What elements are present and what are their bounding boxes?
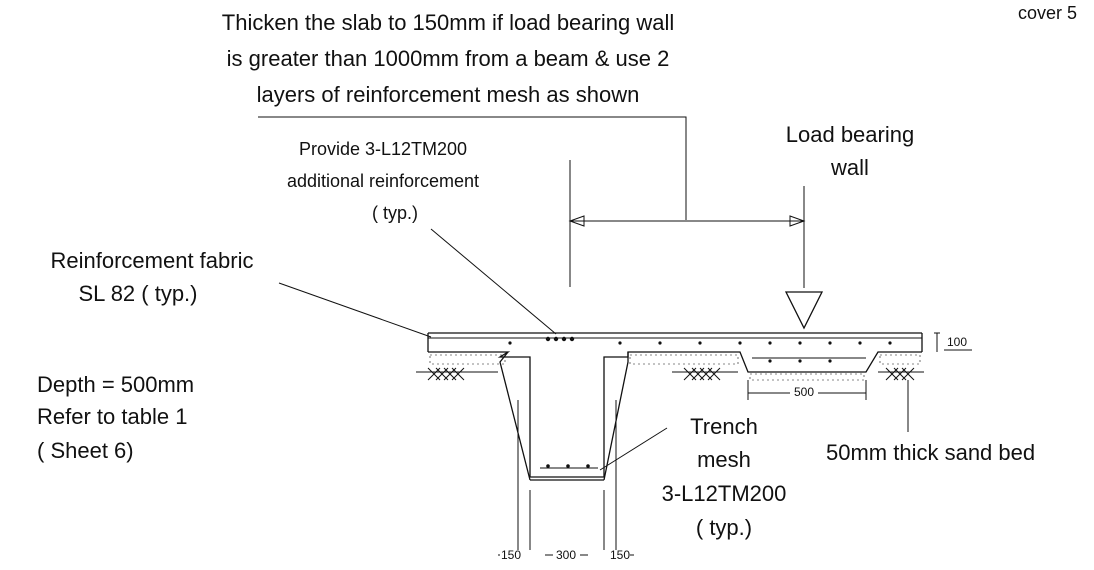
dimension-arrow-left-icon: [568, 215, 585, 227]
provide-note-2: additional reinforcement: [287, 171, 479, 191]
depth-note-2: Refer to table 1: [37, 404, 187, 429]
beam-right-face: [603, 352, 629, 481]
sand-bed-left: [429, 354, 506, 365]
fabric-note-2: SL 82 ( typ.): [78, 281, 197, 306]
sand-bed-right: [879, 354, 921, 365]
trench-note-3: 3-L12TM200: [662, 481, 787, 506]
header-line-1: Thicken the slab to 150mm if load bearin…: [222, 10, 674, 35]
header-line-3: layers of reinforcement mesh as shown: [257, 82, 640, 107]
sand-bed-thickening: [749, 373, 865, 381]
top-mesh-dots: [508, 336, 892, 468]
ground-hatch-left-icon: [416, 367, 498, 381]
cover-note-cut: cover 5: [1018, 3, 1077, 23]
depth-note-1: Depth = 500mm: [37, 372, 194, 397]
beam-left-face: [499, 351, 531, 481]
provide-note-3: ( typ.): [372, 203, 418, 223]
trench-note-4: ( typ.): [696, 515, 752, 540]
provide-leader-line: [430, 228, 557, 335]
dim-500-label: 500: [794, 385, 814, 399]
depth-note-3: ( Sheet 6): [37, 438, 134, 463]
sand-bed-note: 50mm thick sand bed: [826, 440, 1035, 465]
load-arrow-icon: [784, 291, 824, 330]
dim-150-right-label: 150: [610, 548, 630, 562]
trench-note-1: Trench: [690, 414, 758, 439]
dim-150-left-label: 150: [501, 548, 521, 562]
dimension-arrow-right-icon: [789, 215, 806, 227]
load-wall-label-2: wall: [830, 155, 869, 180]
sand-bed-middle: [629, 354, 739, 365]
fabric-leader-line: [278, 282, 432, 338]
trench-leader-line: [599, 427, 668, 471]
ground-hatch-right-icon: [878, 367, 924, 381]
dim-300-label: 300: [556, 548, 576, 562]
fabric-note-1: Reinforcement fabric: [51, 248, 254, 273]
dim-100-label: 100: [947, 335, 967, 349]
trench-note-2: mesh: [697, 447, 751, 472]
header-line-2: is greater than 1000mm from a beam & use…: [227, 46, 670, 71]
header-leader-line: [258, 116, 687, 220]
load-wall-label-1: Load bearing: [786, 122, 914, 147]
provide-note-1: Provide 3-L12TM200: [299, 139, 467, 159]
ground-hatch-middle-icon: [672, 367, 738, 381]
